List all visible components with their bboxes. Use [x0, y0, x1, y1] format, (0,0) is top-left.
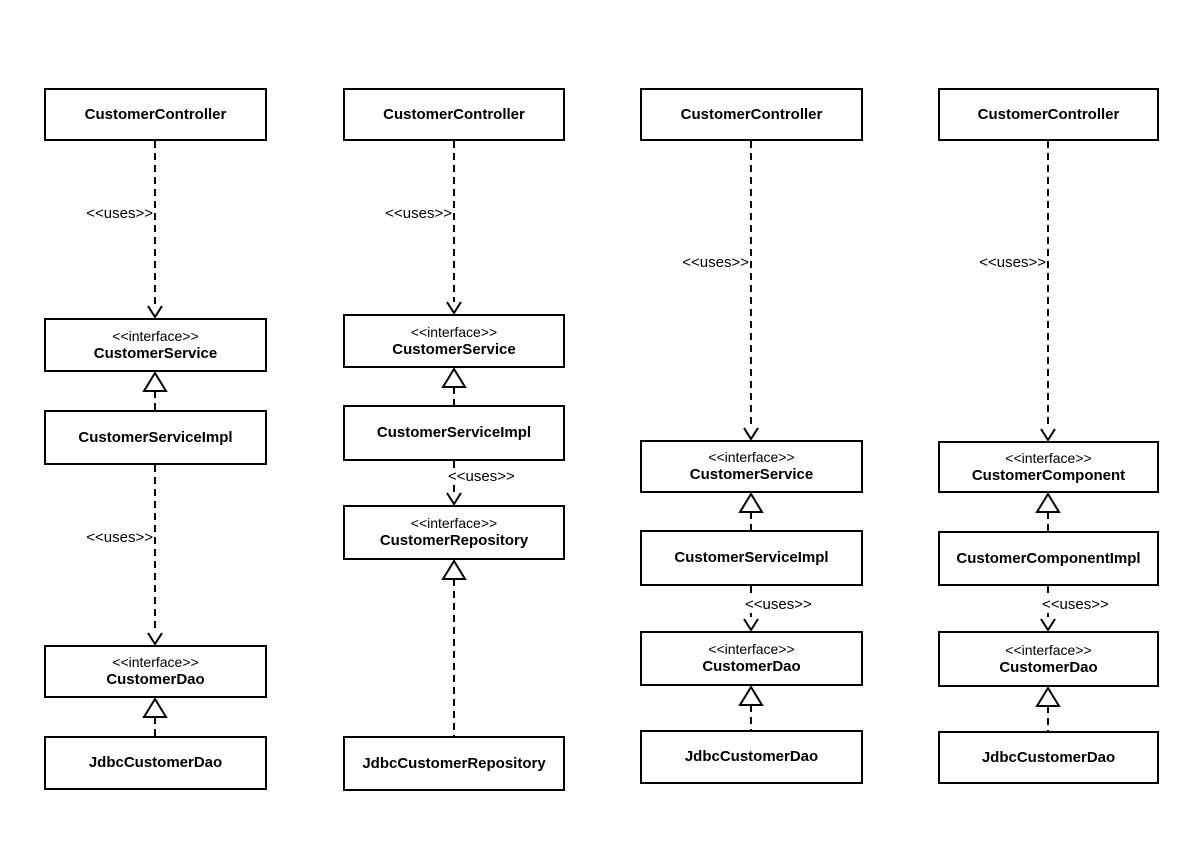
col3-realization-arrow-2 [738, 685, 764, 730]
col1-customer-controller-box: CustomerController [44, 88, 267, 141]
class-name: JdbcCustomerDao [684, 748, 819, 765]
col3-jdbc-customer-dao-box: JdbcCustomerDao [640, 730, 863, 784]
col1-customer-dao-interface-box: <<interface>> CustomerDao [44, 645, 267, 698]
col2-jdbc-customer-repository-box: JdbcCustomerRepository [343, 736, 565, 791]
class-name: CustomerService [689, 466, 814, 483]
col3-realization-arrow-1 [738, 492, 764, 530]
col4-customer-dao-interface-box: <<interface>> CustomerDao [938, 631, 1159, 687]
uses-label: <<uses>> [978, 254, 1046, 271]
col4-customer-component-interface-box: <<interface>> CustomerComponent [938, 441, 1159, 493]
col2-customer-controller-box: CustomerController [343, 88, 565, 141]
col1-uses-arrow-1 [147, 141, 163, 319]
col3-customer-dao-interface-box: <<interface>> CustomerDao [640, 631, 863, 686]
class-name: CustomerController [383, 105, 525, 123]
class-name: JdbcCustomerDao [981, 748, 1116, 766]
class-name: CustomerComponentImpl [956, 549, 1141, 567]
col1-realization-arrow-1 [142, 371, 168, 410]
interface-stereotype: <<interface>> [410, 515, 498, 531]
interface-stereotype: <<interface>> [708, 641, 795, 657]
interface-stereotype: <<interface>> [708, 449, 795, 465]
col3-uses-arrow-1 [743, 141, 759, 441]
class-name: CustomerDao [106, 671, 205, 688]
col2-customer-repository-interface-box: <<interface>> CustomerRepository [343, 505, 565, 560]
col2-uses-arrow-1 [446, 141, 462, 315]
col3-customer-service-impl-box: CustomerServiceImpl [640, 530, 863, 586]
col3-customer-controller-box: CustomerController [640, 88, 863, 141]
uses-label: <<uses>> [448, 468, 515, 485]
col1-realization-arrow-2 [142, 697, 168, 736]
col1-uses-arrow-2 [147, 465, 163, 646]
class-name: CustomerServiceImpl [376, 424, 532, 441]
class-name: CustomerServiceImpl [78, 428, 233, 446]
col4-jdbc-customer-dao-box: JdbcCustomerDao [938, 731, 1159, 784]
col2-realization-arrow-2 [441, 559, 467, 736]
interface-stereotype: <<interface>> [410, 323, 498, 340]
interface-stereotype: <<interface>> [1005, 449, 1092, 466]
uses-label: <<uses>> [681, 254, 749, 271]
col2-customer-service-interface-box: <<interface>> CustomerService [343, 314, 565, 368]
col2-customer-service-impl-box: CustomerServiceImpl [343, 405, 565, 461]
uses-label: <<uses>> [85, 205, 153, 222]
col4-uses-arrow-1 [1040, 141, 1056, 442]
col1-customer-service-interface-box: <<interface>> CustomerService [44, 318, 267, 372]
col1-customer-service-impl-box: CustomerServiceImpl [44, 410, 267, 465]
col4-customer-component-impl-box: CustomerComponentImpl [938, 531, 1159, 586]
interface-stereotype: <<interface>> [112, 654, 199, 670]
class-name: CustomerServiceImpl [674, 549, 829, 566]
class-name: CustomerController [977, 105, 1120, 123]
col4-realization-arrow-2 [1035, 686, 1061, 731]
uses-label: <<uses>> [85, 529, 153, 546]
col4-customer-controller-box: CustomerController [938, 88, 1159, 141]
col2-realization-arrow-1 [441, 367, 467, 405]
col1-jdbc-customer-dao-box: JdbcCustomerDao [44, 736, 267, 790]
interface-stereotype: <<interface>> [1005, 641, 1092, 658]
uses-label: <<uses>> [1042, 596, 1109, 613]
class-name: CustomerService [392, 340, 516, 358]
class-name: CustomerDao [702, 658, 801, 675]
class-name: CustomerController [680, 105, 823, 123]
uses-label: <<uses>> [745, 596, 812, 613]
class-name: CustomerComponent [971, 466, 1126, 484]
class-name: JdbcCustomerDao [88, 754, 223, 771]
class-name: CustomerDao [999, 658, 1098, 676]
class-name: JdbcCustomerRepository [362, 754, 546, 772]
col4-realization-arrow-1 [1035, 492, 1061, 531]
interface-stereotype: <<interface>> [112, 327, 199, 344]
class-name: CustomerService [93, 344, 218, 362]
col3-customer-service-interface-box: <<interface>> CustomerService [640, 440, 863, 493]
class-name: CustomerRepository [379, 532, 529, 549]
uses-label: <<uses>> [384, 205, 452, 222]
class-name: CustomerController [84, 105, 227, 123]
